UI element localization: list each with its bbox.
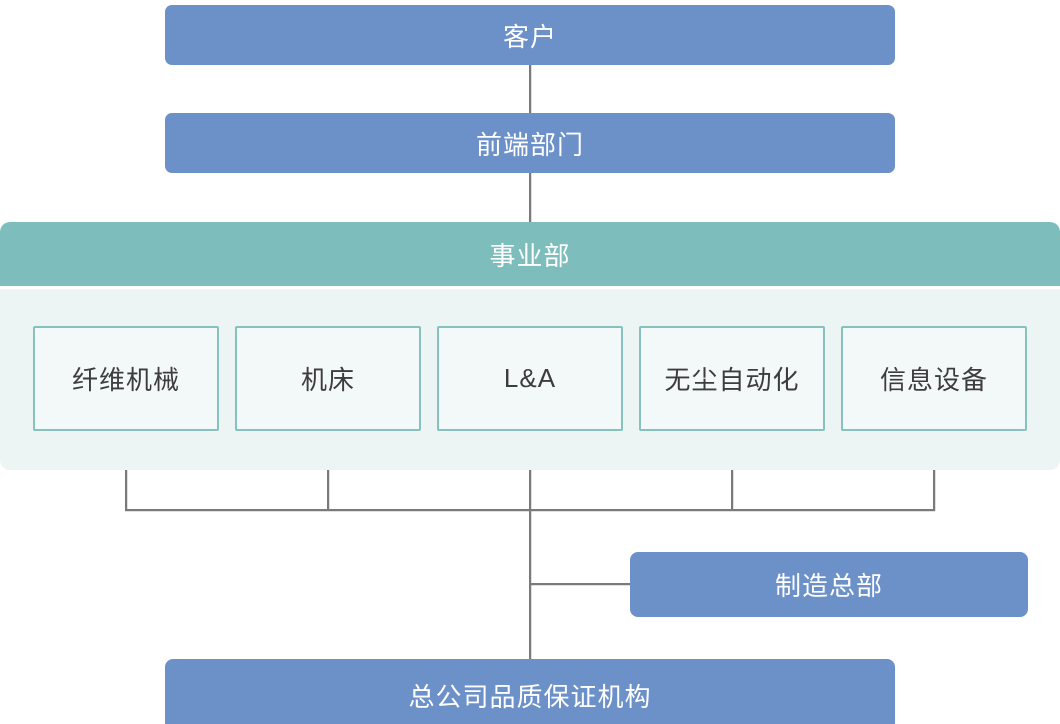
division-unit-information-equipment: 信息设备 — [841, 326, 1027, 431]
division-unit-label: 机床 — [300, 365, 355, 395]
hq-quality-assurance-box: 总公司品质保证机构 — [165, 659, 895, 724]
connector-customer-to-frontend — [529, 65, 531, 113]
customer-box: 客户 — [165, 5, 895, 65]
frontend-department-box: 前端部门 — [165, 113, 895, 173]
connector-drop-unit-4 — [731, 431, 733, 511]
division-unit-fiber-machinery: 纤维机械 — [33, 326, 219, 431]
division-unit-cleanroom-automation: 无尘自动化 — [639, 326, 825, 431]
division-unit-machine-tools: 机床 — [235, 326, 421, 431]
connector-trunk-to-quality — [529, 511, 531, 659]
connector-drop-unit-2 — [327, 431, 329, 511]
business-division-header: 事业部 — [0, 222, 1060, 286]
division-unit-label: L&A — [503, 363, 557, 393]
customer-label: 客户 — [502, 21, 557, 52]
division-unit-label: 信息设备 — [879, 365, 988, 395]
division-unit-label: 纤维机械 — [71, 365, 180, 395]
connector-drop-unit-1 — [125, 431, 127, 511]
connector-drop-unit-5 — [933, 431, 935, 511]
division-unit-label: 无尘自动化 — [664, 365, 800, 395]
hq-quality-assurance-label: 总公司品质保证机构 — [408, 681, 652, 712]
business-division-title: 事业部 — [489, 240, 571, 271]
connector-branch-to-manufacturing — [531, 583, 630, 585]
division-unit-la: L&A — [437, 326, 623, 431]
connector-merge-bar — [125, 509, 935, 511]
connector-frontend-to-division — [529, 173, 531, 222]
connector-drop-unit-3 — [529, 431, 531, 511]
manufacturing-hq-box: 制造总部 — [630, 552, 1028, 617]
manufacturing-hq-label: 制造总部 — [774, 571, 883, 601]
frontend-department-label: 前端部门 — [475, 129, 584, 160]
